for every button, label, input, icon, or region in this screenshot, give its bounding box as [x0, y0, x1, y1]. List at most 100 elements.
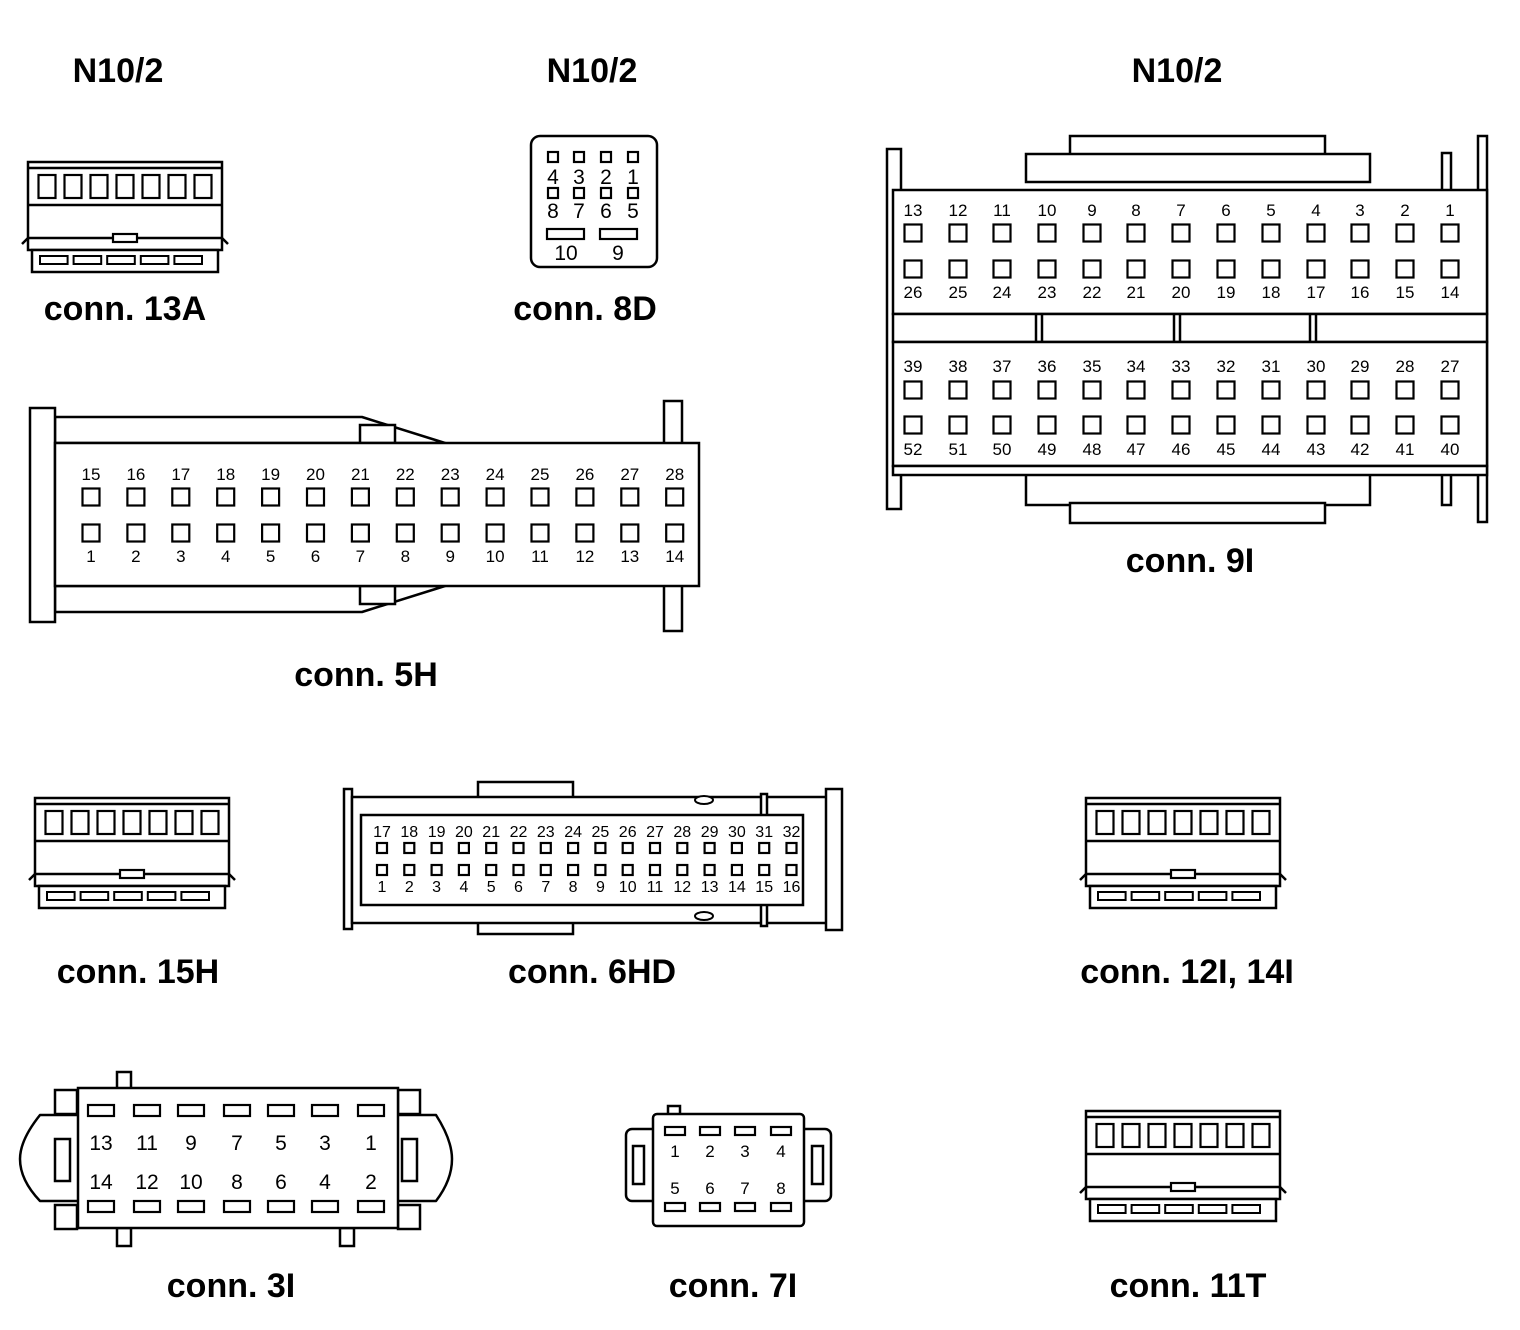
pin-slot: [698, 1201, 722, 1213]
pin-label: 15: [1396, 283, 1415, 302]
pin-cavity-wide: [598, 227, 639, 241]
pin-cavity: [216, 487, 236, 507]
pin-label: 17: [1307, 283, 1326, 302]
pin-label: 1: [365, 1132, 377, 1155]
pin-cavity: [665, 487, 685, 507]
pin-cavity: [200, 809, 220, 836]
pin-label: 1: [670, 1142, 679, 1161]
rail-slot: [1164, 1204, 1194, 1214]
pin-label: 5: [1266, 201, 1275, 220]
pin-label: 13: [701, 879, 719, 896]
pin-label: 52: [904, 440, 923, 459]
connector-9I: 1326395212253851112437501023364992235488…: [885, 134, 1489, 525]
pin-cavity: [621, 841, 634, 855]
pin-label: 50: [993, 440, 1012, 459]
pin-cavity: [730, 841, 744, 855]
pin-cavity: [599, 150, 613, 164]
pin-label: 2: [1400, 201, 1409, 220]
pin-cavity: [1171, 380, 1191, 400]
pin-label: 3: [176, 547, 185, 566]
pin-cavity: [626, 186, 640, 200]
pin-cavity: [539, 841, 552, 855]
pin-cavity: [1395, 223, 1415, 243]
pin-label: 26: [575, 465, 594, 484]
pin-cavity: [1225, 809, 1245, 836]
pin-label: 25: [531, 465, 550, 484]
pin-label: 11: [993, 201, 1011, 220]
connector-caption: conn. 15H: [57, 953, 219, 991]
pin-cavity: [171, 487, 191, 507]
pin-label: 37: [993, 357, 1012, 376]
pin-label: 48: [1083, 440, 1102, 459]
pin-cavity: [703, 841, 716, 855]
pin-cavity: [1216, 259, 1236, 279]
pin-cavity: [620, 487, 640, 507]
pin-label: 30: [1307, 357, 1326, 376]
pin-label: 3: [740, 1142, 749, 1161]
pin-cavity: [1095, 1122, 1115, 1149]
pin-cavity: [403, 863, 416, 877]
right-latch: [400, 1137, 419, 1183]
pin-cavity: [485, 523, 505, 543]
pin-label: 11: [531, 547, 549, 566]
rail-slot: [1197, 891, 1228, 901]
pin-cavity: [375, 863, 389, 877]
pin-cavity: [1306, 223, 1326, 243]
pin-cavity: [1261, 415, 1281, 435]
pin-cavity: [1173, 1122, 1193, 1149]
connector-caption: conn. 11T: [1110, 1267, 1267, 1305]
pin-label: 46: [1172, 440, 1191, 459]
pin-label: 15: [755, 879, 773, 896]
pin-cavity: [485, 487, 505, 507]
pin-label: 12: [673, 879, 691, 896]
pin-label: 27: [620, 465, 639, 484]
pin-label: 29: [701, 824, 719, 841]
pin-label: 9: [612, 242, 624, 265]
pin-label: 8: [1131, 201, 1140, 220]
pin-label: 19: [428, 824, 446, 841]
pin-label: 23: [537, 824, 555, 841]
lower-clip: [358, 584, 397, 606]
pin-cavity: [1121, 809, 1141, 836]
pin-label: 22: [396, 465, 415, 484]
pin-cavity: [174, 809, 194, 836]
pin-cavity: [457, 841, 470, 855]
pin-label: 20: [455, 824, 473, 841]
pin-cavity: [430, 863, 443, 877]
pin-slot: [86, 1103, 116, 1118]
pin-label: 11: [647, 879, 664, 896]
rail-slot: [1197, 1204, 1228, 1214]
pin-label: 2: [705, 1142, 714, 1161]
pin-label: 7: [740, 1179, 749, 1198]
pin-label: 51: [949, 440, 968, 459]
pin-cavity: [1037, 415, 1057, 435]
pin-cavity: [1126, 380, 1146, 400]
pin-cavity: [1173, 809, 1193, 836]
pin-label: 9: [185, 1132, 197, 1155]
pin-cavity: [1251, 809, 1271, 836]
main-body: [53, 441, 701, 588]
pin-cavity: [572, 150, 586, 164]
pin-cavity: [148, 809, 168, 836]
pin-cavity: [1095, 809, 1115, 836]
pin-cavity: [948, 223, 968, 243]
pin-cavity: [70, 809, 90, 836]
pin-cavity: [305, 487, 326, 507]
pin-slot: [663, 1125, 687, 1137]
rail-slot: [146, 891, 177, 901]
pin-label: 17: [171, 465, 190, 484]
pin-label: 16: [126, 465, 145, 484]
pin-cavity: [1350, 259, 1370, 279]
pin-label: 23: [441, 465, 460, 484]
pin-slot: [769, 1201, 793, 1213]
pin-cavity-wide: [545, 227, 586, 241]
pin-cavity: [1082, 415, 1102, 435]
pin-cavity: [1126, 259, 1146, 279]
pin-cavity: [350, 523, 370, 543]
pin-label: 34: [1127, 357, 1146, 376]
pin-label: 23: [1038, 283, 1057, 302]
connector-caption: conn. 13A: [44, 290, 206, 328]
pin-slot: [310, 1199, 340, 1214]
pin-label: 32: [783, 824, 801, 841]
pin-cavity: [785, 841, 798, 855]
